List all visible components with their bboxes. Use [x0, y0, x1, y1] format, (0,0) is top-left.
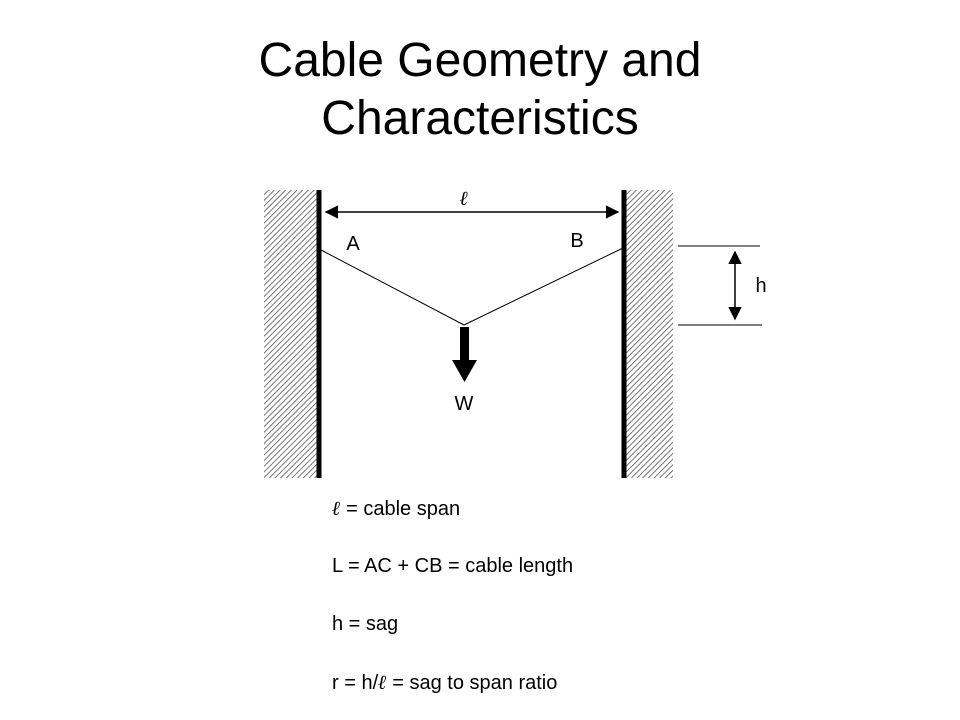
load-label: W	[455, 393, 474, 415]
legend-span-text: = cable span	[340, 498, 461, 520]
right-wall-hatch	[624, 190, 673, 478]
cable-segment-ac	[320, 249, 465, 326]
point-b-label: B	[570, 230, 583, 252]
span-symbol: ℓ	[460, 186, 469, 210]
legend-span-symbol: ℓ	[332, 496, 341, 520]
cable-segment-cb	[463, 247, 624, 326]
legend-length-definition: L = AC + CB = cable length	[332, 555, 574, 577]
legend-span-definition: ℓ = cable span	[332, 495, 460, 522]
legend-sag-definition: h = sag	[332, 613, 399, 635]
left-wall-hatch	[264, 190, 319, 478]
sag-label: h	[755, 275, 766, 297]
legend-ratio-prefix: r = h/	[332, 672, 379, 694]
legend-ratio-symbol: ℓ	[378, 670, 387, 694]
legend-ratio-definition: r = h/ℓ = sag to span ratio	[332, 669, 557, 696]
point-a-label: A	[346, 233, 360, 255]
title-line-2: Characteristics	[321, 92, 639, 145]
legend-ratio-suffix: = sag to span ratio	[386, 672, 558, 694]
title-line-1: Cable Geometry and	[258, 34, 702, 87]
slide-title: Cable Geometry and Characteristics	[0, 32, 960, 148]
load-arrow-head	[452, 360, 477, 382]
load-arrow-shaft	[460, 327, 469, 361]
